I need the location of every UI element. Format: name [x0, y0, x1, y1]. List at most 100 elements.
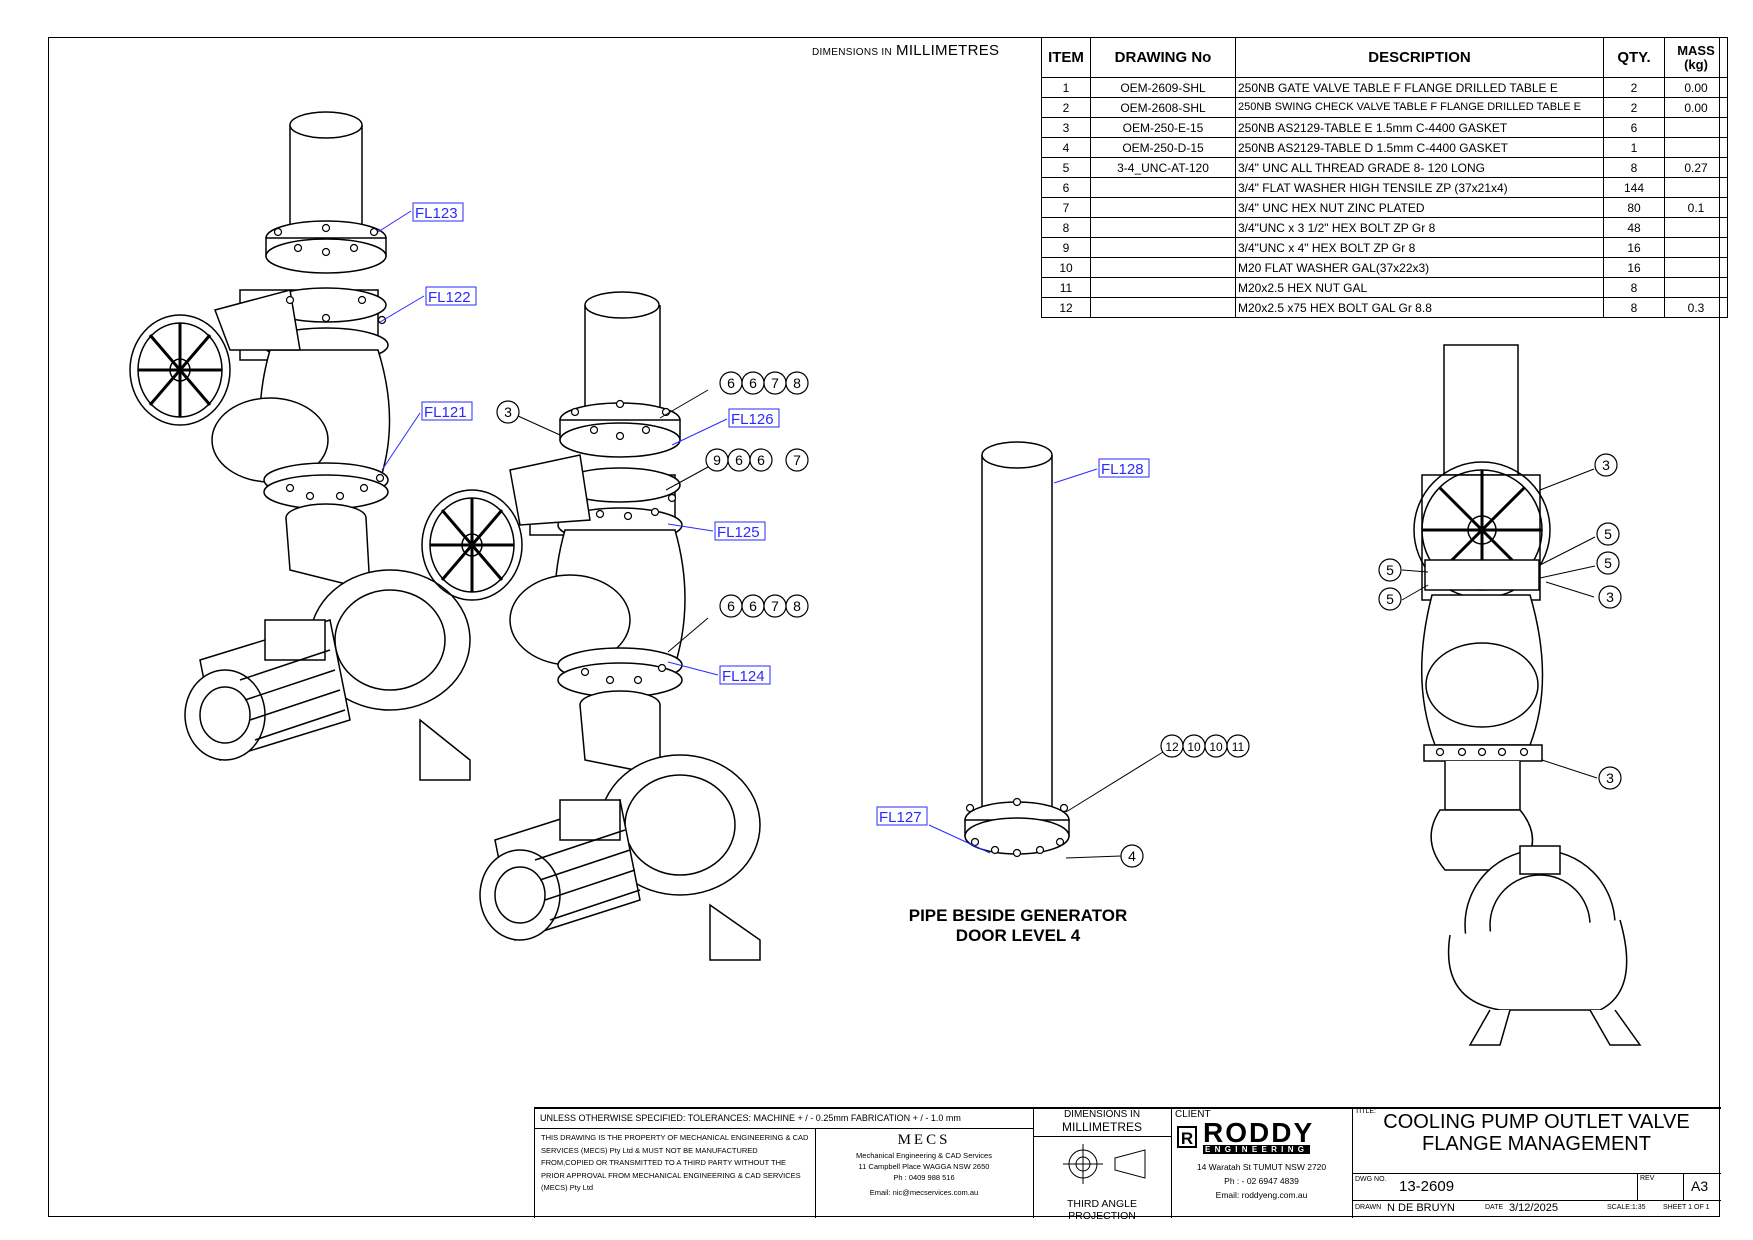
- drawn-by: N DE BRUYN: [1387, 1202, 1455, 1214]
- svg-text:6: 6: [727, 375, 735, 391]
- roddy-logo-sub: ENGINEERING: [1203, 1145, 1311, 1154]
- mecs-address: 11 Campbell Place WAGGA NSW 2650: [858, 1162, 990, 1171]
- scale: SCALE:1:35: [1607, 1204, 1646, 1211]
- bom-cell-mass: 0.27: [1664, 157, 1728, 178]
- bom-header-row: ITEM DRAWING No DESCRIPTION QTY. MASS (k…: [1041, 37, 1728, 78]
- title-label: TITLE:: [1355, 1108, 1377, 1115]
- bom-cell-description: 3/4" FLAT WASHER HIGH TENSILE ZP (37x21x…: [1235, 177, 1604, 198]
- bom-cell-item: 3: [1041, 117, 1091, 138]
- bom-cell-mass: [1664, 177, 1728, 198]
- iso-assembly-middle: [421, 291, 761, 961]
- svg-text:3: 3: [1606, 589, 1614, 605]
- bom-cell-qty: 8: [1603, 277, 1665, 298]
- bom-cell-qty: 144: [1603, 177, 1665, 198]
- tag-fl124: FL124: [722, 668, 765, 685]
- svg-text:9: 9: [713, 452, 721, 468]
- roddy-logo: RODDY: [1203, 1117, 1315, 1148]
- tag-fl121: FL121: [424, 404, 467, 421]
- pipe-view: [964, 441, 1070, 858]
- svg-text:5: 5: [1604, 526, 1612, 542]
- flange-tags: FL123 FL122 FL121 FL126 FL125 FL124 FL12…: [412, 202, 1150, 826]
- leader-lines: [377, 210, 1598, 859]
- bom-cell-description: M20 FLAT WASHER GAL(37x22x3): [1235, 257, 1604, 278]
- mecs-phone: Ph : 0409 988 516: [893, 1173, 955, 1182]
- mecs-email: Email: nic@mecservices.com.au: [869, 1188, 979, 1197]
- svg-text:8: 8: [793, 375, 801, 391]
- svg-text:3: 3: [1602, 457, 1610, 473]
- svg-text:8: 8: [793, 598, 801, 614]
- tolerance-note: UNLESS OTHERWISE SPECIFIED: TOLERANCES: …: [540, 1113, 961, 1123]
- svg-text:5: 5: [1386, 591, 1394, 607]
- bom-cell-drawing: [1090, 177, 1236, 198]
- bom-cell-qty: 1: [1603, 137, 1665, 158]
- bom-cell-mass: 0.1: [1664, 197, 1728, 218]
- svg-text:DOOR LEVEL 4: DOOR LEVEL 4: [956, 926, 1081, 945]
- bom-cell-qty: 16: [1603, 257, 1665, 278]
- bom-cell-item: 1: [1041, 77, 1091, 98]
- drawn-label: DRAWN: [1355, 1204, 1382, 1211]
- third-angle-projection-symbol: [1063, 1144, 1146, 1184]
- bom-cell-mass: [1664, 137, 1728, 158]
- bom-col-description: DESCRIPTION: [1235, 37, 1604, 78]
- dwg-no: 13-2609: [1399, 1178, 1455, 1195]
- client-email: Email: roddyeng.com.au: [1215, 1190, 1308, 1200]
- bom-cell-drawing: OEM-2608-SHL: [1090, 97, 1236, 118]
- svg-text:6: 6: [749, 598, 757, 614]
- bom-cell-item: 5: [1041, 157, 1091, 178]
- balloons: 3 6 6 7 8 9 6 6 7 6 6 7 8 12 10 10 11 4 …: [496, 371, 1622, 868]
- client-address: 14 Waratah St TUMUT NSW 2720: [1196, 1162, 1327, 1172]
- client-label: CLIENT: [1175, 1109, 1211, 1120]
- projection-label: THIRD ANGLE PROJECTION: [1066, 1198, 1137, 1222]
- bom-cell-item: 12: [1041, 297, 1091, 318]
- mecs-logo: MECS: [897, 1132, 951, 1148]
- tag-fl125: FL125: [717, 524, 760, 541]
- svg-text:6: 6: [727, 598, 735, 614]
- drawing-title: COOLING PUMP OUTLET VALVE FLANGE MANAGEM…: [1383, 1111, 1690, 1155]
- bom-cell-mass: [1664, 257, 1728, 278]
- client-phone: Ph : - 02 6947 4839: [1224, 1176, 1299, 1186]
- bom-cell-mass: [1664, 237, 1728, 258]
- svg-text:7: 7: [793, 452, 801, 468]
- bom-cell-mass: 0.3: [1664, 297, 1728, 318]
- bom-col-drawing: DRAWING No: [1090, 37, 1236, 78]
- svg-text:10: 10: [1209, 740, 1223, 754]
- bom-cell-drawing: [1090, 277, 1236, 298]
- bom-col-qty: QTY.: [1603, 37, 1665, 78]
- tag-fl127: FL127: [879, 809, 922, 826]
- title-block: UNLESS OTHERWISE SPECIFIED: TOLERANCES: …: [534, 1107, 1721, 1222]
- property-notice: THIS DRAWING IS THE PROPERTY OF MECHANIC…: [541, 1133, 809, 1192]
- date-label: DATE: [1485, 1204, 1504, 1211]
- bom-cell-mass: [1664, 117, 1728, 138]
- svg-text:5: 5: [1386, 562, 1394, 578]
- bom-cell-drawing: [1090, 297, 1236, 318]
- drawing-date: 3/12/2025: [1509, 1202, 1558, 1214]
- bom-cell-mass: [1664, 217, 1728, 238]
- bom-cell-item: 4: [1041, 137, 1091, 158]
- bom-cell-description: 3/4"UNC x 4" HEX BOLT ZP Gr 8: [1235, 237, 1604, 258]
- bom-cell-mass: [1664, 277, 1728, 298]
- bom-cell-description: M20x2.5 x75 HEX BOLT GAL Gr 8.8: [1235, 297, 1604, 318]
- dims-unit: MILLIMETRES: [1061, 1120, 1142, 1134]
- svg-text:7: 7: [771, 598, 779, 614]
- bom-cell-drawing: [1090, 217, 1236, 238]
- svg-text:6: 6: [749, 375, 757, 391]
- bom-cell-mass: 0.00: [1664, 77, 1728, 98]
- bom-cell-description: 3/4" UNC HEX NUT ZINC PLATED: [1235, 197, 1604, 218]
- tag-fl126: FL126: [731, 411, 774, 428]
- bom-cell-drawing: [1090, 237, 1236, 258]
- bom-cell-item: 10: [1041, 257, 1091, 278]
- tag-fl122: FL122: [428, 289, 471, 306]
- bom-cell-drawing: [1090, 257, 1236, 278]
- tag-fl128: FL128: [1101, 461, 1144, 478]
- bom-cell-qty: 2: [1603, 77, 1665, 98]
- drawing-border: [48, 37, 1720, 1217]
- bom-cell-description: M20x2.5 HEX NUT GAL: [1235, 277, 1604, 298]
